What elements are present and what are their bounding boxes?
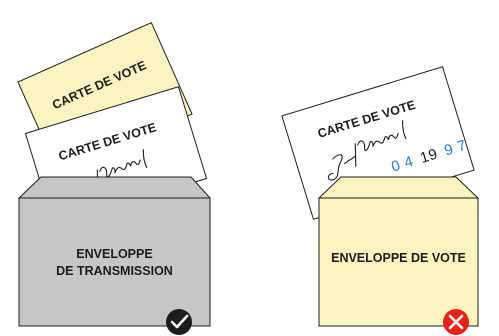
transmission-envelope: ENVELOPPE DE TRANSMISSION (19, 177, 210, 326)
transmission-envelope-label-line2: DE TRANSMISSION (56, 264, 173, 278)
vote-envelope-label: ENVELOPPE DE VOTE (331, 251, 466, 265)
left-panel: CARTE DE VOTE CARTE DE VOTE ENVELOPPE DE… (18, 23, 210, 335)
vote-envelope: ENVELOPPE DE VOTE (319, 177, 478, 326)
right-panel: CARTE DE VOTE 0 4 19 9 7 ENVELOPPE DE VO… (282, 67, 478, 335)
cross-icon (443, 309, 469, 335)
transmission-envelope-label-line1: ENVELOPPE (76, 247, 152, 261)
checkmark-icon (166, 309, 192, 335)
